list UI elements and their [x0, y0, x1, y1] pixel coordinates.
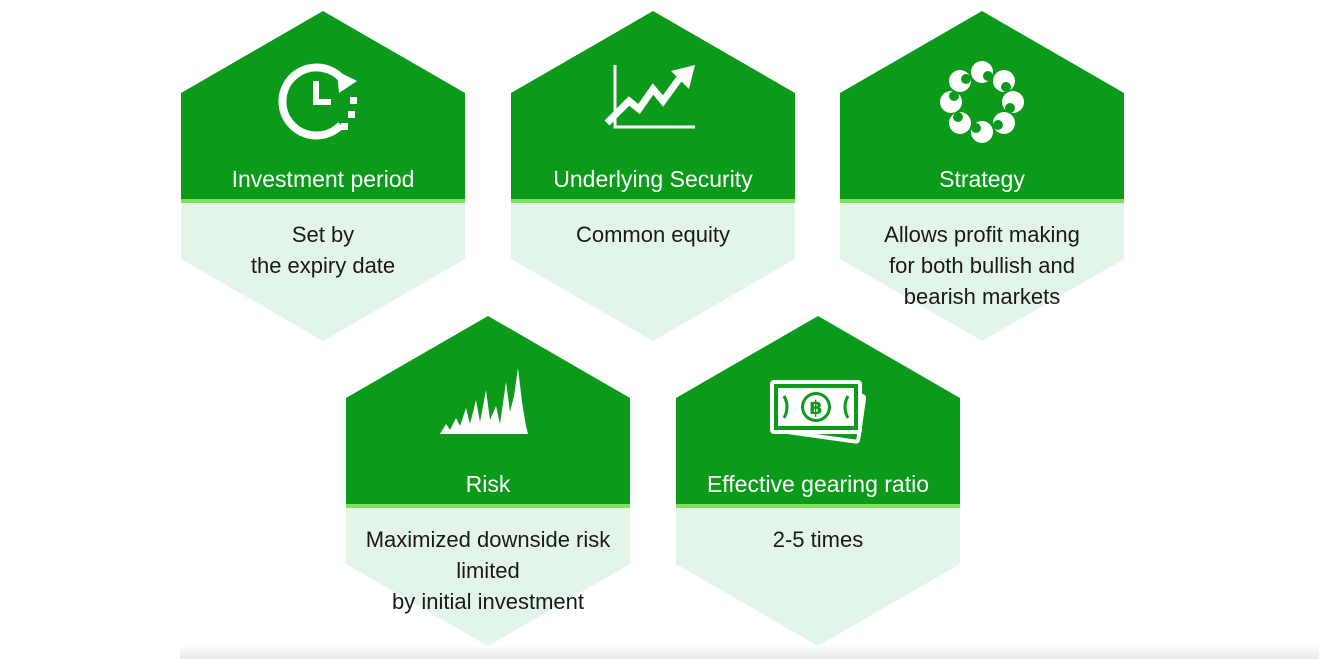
card-desc-line: bearish markets — [903, 284, 1061, 309]
card-description: Set by the expiry date — [181, 219, 465, 281]
hexagon-shape — [511, 11, 795, 341]
card-desc-line: Common equity — [575, 222, 731, 247]
card-desc-line: limited — [456, 558, 520, 583]
card-desc-line: for both bullish and — [889, 253, 1075, 278]
card-desc-line: 2-5 times — [772, 527, 864, 552]
card-title: Underlying Security — [553, 166, 753, 192]
card-title: Strategy — [939, 166, 1025, 192]
line-chart-up-icon — [604, 65, 695, 129]
card-description: Allows profit making for both bullish an… — [840, 219, 1124, 312]
hexagon-shape — [181, 11, 465, 341]
bottom-fade — [180, 645, 1319, 659]
card-title: Investment period — [231, 166, 415, 192]
card-investment-period: Investment period Set by the expiry date — [181, 11, 465, 341]
svg-text:฿: ฿ — [809, 397, 822, 419]
card-effective-gearing-ratio: ฿ Effective gearing ratio 2-5 times — [676, 316, 960, 646]
card-desc-line: the expiry date — [250, 253, 396, 278]
card-description: Common equity — [511, 219, 795, 250]
card-title: Effective gearing ratio — [706, 471, 930, 497]
banknote-baht-icon: ฿ — [770, 380, 867, 444]
card-underlying-security: Underlying Security Common equity — [511, 11, 795, 341]
card-desc-line: Allows profit making — [884, 222, 1080, 247]
card-description: Maximized downside risk limited by initi… — [346, 524, 630, 617]
clock-refresh-icon — [278, 63, 357, 140]
card-desc-line: Maximized downside risk — [365, 527, 611, 552]
card-desc-line: by initial investment — [392, 589, 584, 614]
card-description: 2-5 times — [676, 524, 960, 555]
card-strategy: Strategy Allows profit making for both b… — [840, 11, 1124, 341]
volatility-peaks-icon — [440, 368, 528, 434]
card-title: Risk — [465, 471, 511, 497]
card-risk: Risk Maximized downside risk limited by … — [346, 316, 630, 646]
card-desc-line: Set by — [291, 222, 355, 247]
swirl-flower-icon — [940, 61, 1024, 143]
